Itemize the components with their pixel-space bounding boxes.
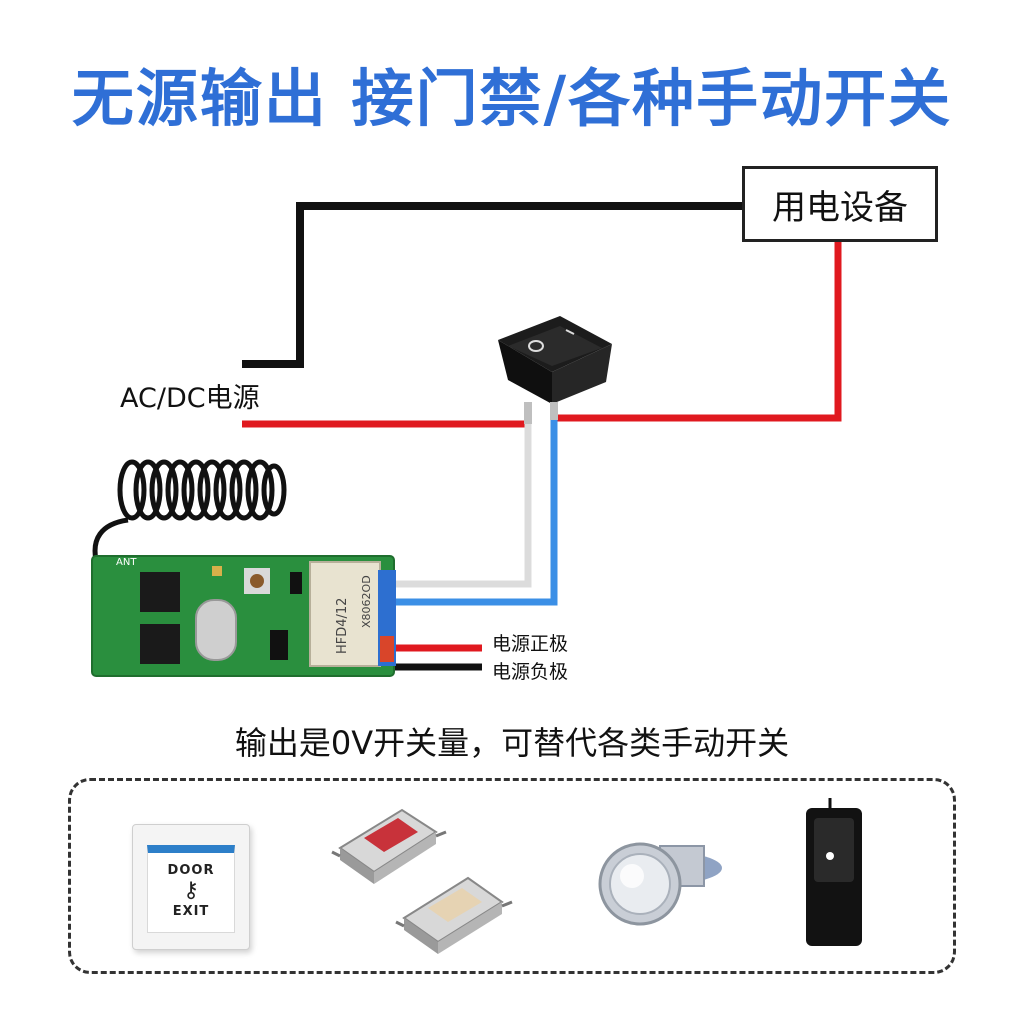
door-exit-face: DOOR ⚷ EXIT	[147, 845, 235, 933]
key-icon: ⚷	[182, 878, 200, 903]
door-exit-button: DOOR ⚷ EXIT	[132, 824, 250, 950]
black-wire	[242, 202, 742, 368]
output-caption: 输出是0V开关量，可替代各类手动开关	[234, 724, 790, 762]
receiver-module	[91, 555, 396, 677]
white-wire	[392, 424, 532, 588]
antenna-coil	[92, 459, 287, 561]
negative-terminal-label: 电源负极	[492, 661, 569, 683]
tact-switch-white	[395, 876, 513, 954]
page-title: 无源输出 接门禁/各种手动开关	[71, 62, 953, 135]
switch-examples-panel	[68, 778, 956, 974]
power-source-label: AC/DC电源	[120, 383, 260, 414]
red-wire-device	[556, 242, 842, 422]
door-text: DOOR	[167, 863, 215, 878]
rocker-switch	[498, 316, 612, 424]
device-label: 用电设备	[772, 187, 908, 228]
exit-text: EXIT	[172, 904, 210, 919]
tact-switch-red	[331, 808, 447, 884]
relay-model-text: HFD4/12	[335, 598, 350, 654]
positive-terminal-label: 电源正极	[492, 633, 569, 655]
ant-label: ANT	[116, 557, 137, 568]
device-box: 用电设备	[742, 166, 938, 242]
metal-push-button	[598, 842, 722, 926]
rocker-switch-example	[806, 798, 862, 946]
blue-wire	[392, 416, 558, 606]
relay-code-text: X8062OD	[360, 575, 373, 628]
